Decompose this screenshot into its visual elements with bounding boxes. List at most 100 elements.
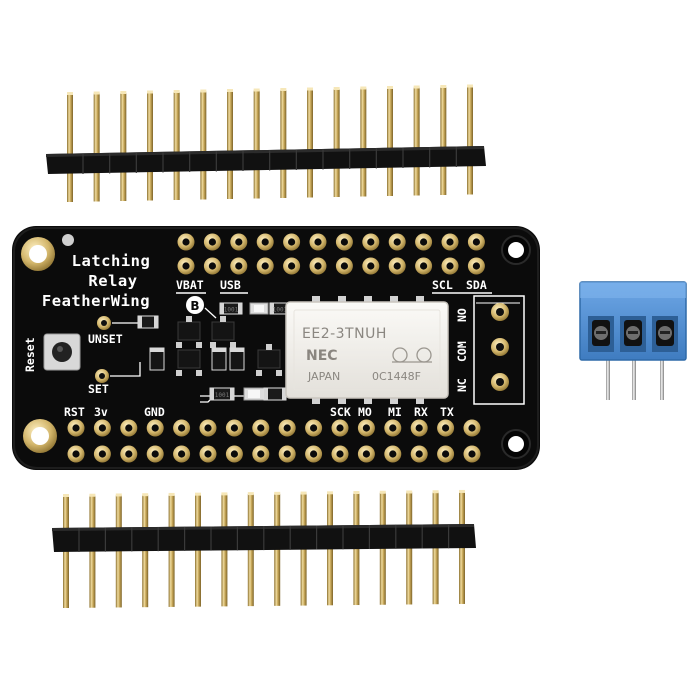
led-1 [249, 302, 269, 315]
bottom-header-pin-tip [327, 491, 333, 495]
transistor-3 [176, 349, 202, 376]
relay-leg-bottom [364, 396, 372, 404]
label-tx: TX [440, 405, 454, 419]
relay-origin: JAPAN [307, 370, 340, 383]
bottom-header-pin-tip [142, 493, 149, 497]
top-header-pin-tip [173, 90, 180, 93]
top-header-pin [307, 89, 313, 198]
label-vbat: VBAT [176, 278, 204, 292]
bottom-pad-row-1-hole [98, 424, 106, 432]
board-title-line-3: FeatherWing [42, 292, 150, 310]
top-header-pin [280, 90, 287, 198]
relay-leg-bottom [416, 396, 424, 404]
bottom-pad-row-1-hole [442, 424, 450, 432]
diode-2 [211, 347, 227, 371]
top-pad-row-1-hole [446, 238, 454, 246]
bottom-pad-row-1-hole [389, 424, 397, 432]
top-header-segment-lines [82, 147, 457, 174]
relay-legs [312, 296, 424, 404]
mounting-hole-bottom-left [23, 419, 57, 453]
label-scl: SCL [432, 278, 453, 292]
bottom-header-pin-tip [247, 492, 254, 496]
top-header-pin-tip [227, 89, 233, 92]
top-pad-row-1-hole [472, 238, 480, 246]
resistor-1 [137, 315, 159, 329]
top-pad-row-2-hole [182, 262, 190, 270]
reset-button[interactable] [43, 333, 81, 371]
bottom-header-pin [115, 495, 122, 608]
resistor-5 [263, 387, 287, 401]
bottom-pad-row-1-hole [336, 424, 344, 432]
bottom-pad-row-1-hole [310, 424, 318, 432]
top-header-pin-tip [387, 86, 393, 89]
bottom-pad-row-1-hole [125, 424, 133, 432]
relay-leg-top [416, 296, 424, 304]
bottom-header-pin [63, 496, 69, 608]
bottom-header-pin-tip [63, 494, 69, 497]
pcb [12, 226, 540, 470]
relay-cert-marks [392, 347, 432, 363]
bottom-pad-row-2-hole [468, 450, 476, 458]
top-header-pin-tip [120, 91, 127, 94]
bottom-pad-row-1-hole [415, 424, 423, 432]
top-pin-header [46, 84, 486, 202]
label-reset: Reset [23, 337, 37, 372]
resistor-2: 1001 [219, 302, 243, 315]
bottom-pad-row-2-hole [151, 450, 159, 458]
top-header-pin-tip [307, 87, 313, 91]
top-header-pin [120, 93, 127, 201]
resistor-3-code: 1001 [273, 307, 288, 314]
mounting-hole-top-right [501, 235, 531, 265]
resistor-4: 1001 [209, 387, 235, 401]
top-pad-row-2-hole [340, 262, 348, 270]
bottom-pad-rows [67, 419, 481, 463]
label-sda: SDA [466, 278, 487, 292]
terminal-screw-3 [652, 316, 678, 352]
top-pad-row-1-hole [182, 238, 190, 246]
top-header-pin [387, 88, 393, 196]
label-nc: NC [455, 378, 469, 392]
top-header-pin [333, 89, 340, 197]
top-pad-row-1-hole [235, 238, 243, 246]
resistor-2-code: 1001 [224, 307, 239, 314]
label-no: NO [455, 308, 469, 322]
top-header-pin [413, 87, 420, 196]
top-pad-rows [177, 233, 485, 275]
screw-terminal-block [579, 281, 687, 400]
top-header-pin [253, 90, 260, 199]
terminal-pad-com [491, 338, 509, 356]
top-pad-row-2-hole [446, 262, 454, 270]
bottom-header-pin-tip [300, 491, 307, 495]
bottom-header-pin-tip [195, 492, 201, 496]
bottom-header-pin-tip [221, 492, 228, 496]
top-header-pins [67, 84, 473, 202]
bottom-header-pin-tip [89, 493, 96, 497]
top-pad-row-2-hole [314, 262, 322, 270]
fiducial [62, 234, 74, 246]
top-pad-row-1-hole [314, 238, 322, 246]
top-pad-row-1-hole [261, 238, 269, 246]
resistor-4-code: 1001 [215, 392, 230, 399]
terminal-pad-nc [491, 373, 509, 391]
bottom-header-pin [168, 494, 175, 607]
bottom-pad-row-2-hole [178, 450, 186, 458]
latching-relay: EE2-3TNUH NEC JAPAN 0C1448F [285, 296, 449, 404]
top-header-pin [467, 86, 473, 195]
top-pad-row-1-hole [288, 238, 296, 246]
label-com: COM [455, 341, 469, 362]
top-pad-row-2-hole [288, 262, 296, 270]
top-pad-row-2-hole [472, 262, 480, 270]
top-pad-row-1-hole [367, 238, 375, 246]
label-unset: UNSET [88, 332, 123, 346]
diode-1 [149, 347, 165, 371]
bottom-header-pin-tip [274, 491, 281, 495]
bottom-pad-row-2-hole [415, 450, 423, 458]
terminal-screw-1 [588, 316, 614, 352]
bottom-pad-row-1-hole [230, 424, 238, 432]
bottom-pad-row-2-hole [204, 450, 212, 458]
top-header-pin-tip [440, 85, 447, 88]
relay-date-code: 0C1448F [372, 370, 421, 383]
top-pad-row-1-hole [420, 238, 428, 246]
relay-leg-top [364, 296, 372, 304]
